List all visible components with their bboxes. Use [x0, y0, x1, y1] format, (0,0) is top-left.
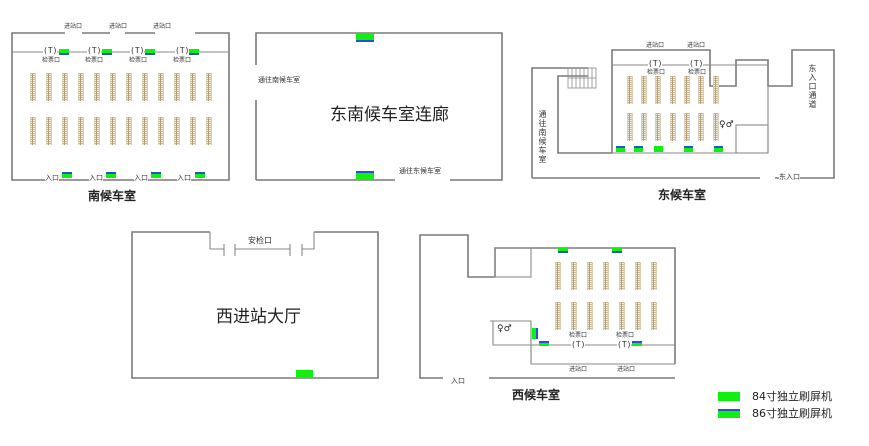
east-waiting-walls: [531, 49, 835, 179]
screen-86-marker: [558, 248, 568, 253]
legend-swatch-green: [718, 391, 740, 401]
east-entrance-label: 东入口: [779, 173, 800, 181]
screen-86-marker: [62, 172, 72, 178]
screen-86-marker: [106, 172, 116, 178]
screen-86-marker: [532, 328, 538, 339]
screen-86-marker: [634, 146, 643, 152]
entrance-label: 入口: [89, 174, 103, 182]
ticket-gate-label: 检票口: [42, 57, 61, 64]
screen-86-marker: [539, 341, 549, 346]
screen-86-marker: [356, 171, 374, 180]
ticket-gate-label: 检票口: [85, 57, 104, 64]
room-title: 东南候车室连廊: [330, 105, 449, 125]
screen-86-marker: [145, 49, 155, 55]
ticket-gate-icon: (T): [648, 59, 663, 68]
screen-86-marker: [189, 49, 199, 55]
entry-gate-label: 进站口: [687, 42, 706, 49]
ticket-gate-icon: (T): [87, 46, 102, 55]
room-title: 西进站大厅: [216, 307, 301, 327]
entry-gate-label: 进站口: [64, 23, 83, 30]
ticket-gate-icon: (T): [43, 46, 58, 55]
entry-gate-label: 进站口: [617, 366, 636, 373]
ticket-gate-icon: (T): [617, 340, 632, 349]
entrance-label: 入口: [177, 174, 191, 182]
entry-gate-label: 进站口: [109, 23, 128, 30]
screen-86-marker: [616, 146, 625, 152]
west-hall-walls: [131, 231, 379, 379]
screen-86-marker: [356, 33, 374, 42]
ticket-gate-icon: (T): [175, 46, 190, 55]
ticket-gate-label: 检票口: [688, 69, 707, 76]
south-waiting-walls: [11, 32, 230, 181]
entrance-label: 入口: [45, 174, 59, 182]
room-title: 西候车室: [512, 388, 561, 402]
screen-86-marker: [684, 146, 693, 152]
ticket-gate-label: 检票口: [647, 69, 666, 76]
to-south-waiting-label: 通往南候车室: [538, 110, 547, 164]
screen-84-marker: [654, 146, 663, 152]
ticket-gate-label: 检票口: [616, 332, 635, 339]
screen-84-marker: [296, 370, 313, 378]
room-title: 南候车室: [88, 189, 137, 203]
screen-86-marker: [59, 49, 69, 55]
legend-label: 84寸独立刷屏机: [752, 390, 832, 403]
room-title: 东候车室: [658, 188, 707, 202]
security-check-label: 安检口: [248, 236, 272, 245]
ticket-gate-label: 检票口: [129, 57, 148, 64]
screen-86-marker: [195, 172, 205, 178]
entrance-label: 入口: [451, 377, 465, 385]
legend-item-84: 84寸独立刷屏机: [718, 388, 832, 404]
legend-label: 86寸独立刷屏机: [752, 407, 832, 420]
screen-86-marker: [714, 146, 723, 152]
screen-86-marker: [612, 248, 622, 253]
ticket-gate-label: 检票口: [569, 332, 588, 339]
to-south-waiting-label: 通往南候车室: [258, 76, 300, 84]
toilet-icon: ♀♂: [497, 324, 512, 334]
entrance-label: 入口: [134, 174, 148, 182]
ticket-gate-icon: (T): [130, 46, 145, 55]
east-passage-label: 东入口通道: [808, 64, 817, 109]
ticket-gate-icon: (T): [571, 340, 586, 349]
west-waiting-walls: [419, 234, 676, 379]
screen-86-marker: [102, 49, 112, 55]
corridor-walls: [255, 32, 503, 181]
entry-gate-label: 进站口: [153, 23, 172, 30]
entry-gate-label: 进站口: [569, 366, 588, 373]
toilet-icon: ♀♂: [719, 120, 734, 130]
to-east-waiting-label: 通往东候车室: [399, 167, 441, 175]
legend-item-86: 86寸独立刷屏机: [718, 405, 832, 421]
entry-gate-label: 进站口: [646, 42, 665, 49]
staircase: [567, 67, 597, 89]
screen-86-marker: [151, 172, 161, 178]
ticket-gate-label: 检票口: [173, 57, 192, 64]
ticket-gate-icon: (T): [689, 59, 704, 68]
legend-swatch-green-blue: [718, 408, 740, 418]
screen-86-marker: [632, 341, 642, 346]
